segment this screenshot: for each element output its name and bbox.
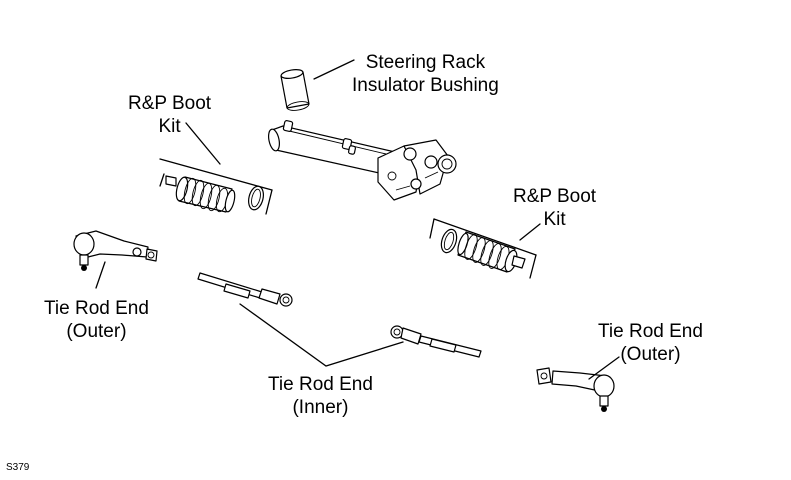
right-boot-leader-line — [519, 223, 541, 241]
left-boot-kit-label: R&P Boot Kit — [128, 93, 212, 137]
left-inner-tie-rod-end-part — [197, 272, 293, 307]
left-outer-tie-rod-label: Tie Rod End (Outer) — [44, 298, 149, 342]
right-outer-tie-rod-label: Tie Rod End (Outer) — [598, 321, 703, 365]
right-outer-tie-rod-end-part — [536, 367, 615, 412]
inner-tie-rod-leader-line — [239, 303, 404, 367]
left-outer-tie-rod-end-part — [73, 230, 158, 271]
left-boot-kit-part — [159, 158, 273, 215]
right-outer-leader-line — [588, 356, 620, 380]
right-boot-kit-part — [429, 218, 537, 279]
right-inner-tie-rod-end-part — [390, 325, 482, 358]
steering-rack-bushing-label: Steering Rack Insulator Bushing — [352, 52, 499, 96]
left-boot-leader-line — [185, 122, 221, 165]
bushing-leader-line — [313, 59, 355, 80]
right-boot-kit-label: R&P Boot Kit — [513, 186, 597, 230]
steering-rack-housing-part — [268, 120, 457, 201]
figure-code: S379 — [6, 462, 30, 473]
left-outer-leader-line — [95, 261, 106, 289]
insulator-bushing-part — [280, 69, 310, 111]
inner-tie-rod-label: Tie Rod End (Inner) — [268, 374, 373, 418]
